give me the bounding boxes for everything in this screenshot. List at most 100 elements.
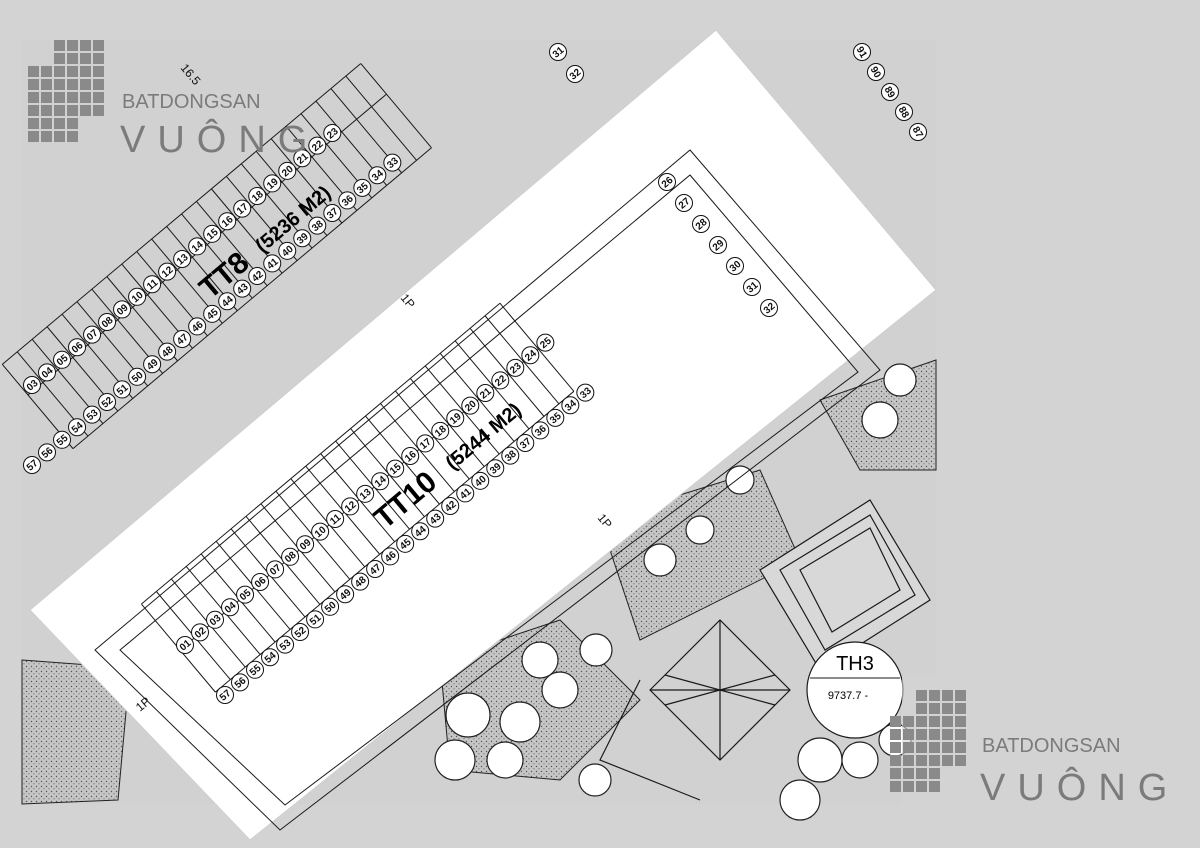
tt8-mid-lot-46: 46 [188,317,207,336]
tt10-bottom-lot-33: 33 [576,383,595,402]
tt10-top-lot-16: 16 [401,447,420,466]
tt8-mid-lot-45: 45 [203,304,222,323]
tt8-mid-lot-43: 43 [233,279,252,298]
tt8-mid-lot-52: 52 [98,393,117,412]
neighbor-lot-89: 89 [881,83,899,101]
tt10-top-lot-18: 18 [431,421,450,440]
tt8-mid-lot-54: 54 [68,418,87,437]
tt8-mid-lot-35: 35 [353,178,372,197]
watermark-logo-icon [28,40,104,142]
tt10-top-lot-01: 01 [176,636,194,654]
tt10-top-lot-07: 07 [266,560,285,579]
tt8-top-lot-08: 08 [98,313,117,332]
tt8-mid-lot-48: 48 [158,342,177,361]
tt8-mid-lot-40: 40 [278,241,297,260]
tt10-top-lot-11: 11 [326,510,345,529]
tt8-mid-lot-39: 39 [293,229,312,248]
tt8-top-lot-20: 20 [278,161,297,180]
tt10-bottom-lot-53: 53 [276,635,295,654]
tt8-top-lot-03: 03 [23,376,41,394]
tt10-end-lot-26: 26 [658,173,676,191]
tt10-bottom-lot-52: 52 [291,623,310,642]
tt10-top-lot-25: 25 [536,333,555,352]
tt10-top-lot-03: 03 [206,610,225,629]
tt10-bottom-lot-43: 43 [426,509,445,528]
tt10-bottom-lot-56: 56 [231,673,250,692]
tt10-bottom-lot-50: 50 [321,597,340,616]
tt10-bottom-lot-57: 57 [216,686,234,704]
tt10-top-lot-05: 05 [236,585,255,604]
neighbor-lot-90: 90 [867,63,885,81]
tt8-corner-lot-32: 32 [566,65,584,83]
tt10-bottom-lot-36: 36 [531,421,550,440]
tt10-end-lot-29: 29 [709,236,727,254]
tt8-top-lot-22: 22 [308,136,327,155]
tt8-top-lot-21: 21 [293,149,312,168]
tt8-mid-lot-50: 50 [128,367,147,386]
tt10-bottom-lot-35: 35 [546,408,565,427]
tt10-bottom-lot-38: 38 [501,446,520,465]
tt10-bottom-lot-47: 47 [366,560,385,579]
tt10-top-lot-06: 06 [251,573,270,592]
tt8-top-lot-12: 12 [158,262,177,281]
tt10-bottom-lot-45: 45 [396,534,415,553]
tt10-end-lot-28: 28 [692,215,710,233]
tt8-mid-lot-57: 57 [23,456,41,474]
th3-label-group: TH3 9737.7 - [806,641,904,739]
tt10-bottom-lot-44: 44 [411,522,430,541]
tt8-top-lot-09: 09 [113,300,132,319]
tt8-mid-lot-56: 56 [38,443,57,462]
tt8-top-lot-16: 16 [218,212,237,231]
tt10-top-lot-24: 24 [521,346,540,365]
neighbor-lot-88: 88 [895,103,913,121]
tt10-top-lot-02: 02 [191,623,210,642]
tt10-end-lot-32: 32 [760,299,778,317]
tt8-mid-lot-41: 41 [263,254,282,273]
tt8-top-lot-13: 13 [173,250,192,269]
tt10-top-lot-23: 23 [506,358,525,377]
tt10-top-lot-12: 12 [341,497,360,516]
tt10-bottom-lot-49: 49 [336,585,355,604]
tt10-top-lot-10: 10 [311,522,330,541]
tree-circles [434,363,917,821]
tt8-top-lot-04: 04 [38,363,57,382]
tt10-top-lot-17: 17 [416,434,435,453]
tt10-end-lot-31: 31 [743,278,761,296]
tt10-bottom-lot-46: 46 [381,547,400,566]
tt8-top-lot-19: 19 [263,174,282,193]
tt10-top-lot-13: 13 [356,484,375,503]
tt8-mid-lot-44: 44 [218,292,237,311]
tt10-bottom-lot-42: 42 [441,497,460,516]
tt8-mid-lot-33: 33 [383,153,402,172]
th3-value: 9737.7 - [828,690,869,702]
tt8-mid-lot-53: 53 [83,405,102,424]
tt8-mid-lot-42: 42 [248,267,267,286]
tt10-top-lot-22: 22 [491,371,510,390]
tt10-bottom-lot-48: 48 [351,572,370,591]
tt10-top-lot-04: 04 [221,598,240,617]
tt10-top-lot-21: 21 [476,384,495,403]
tt10-bottom-lot-51: 51 [306,610,325,629]
svg-text:91: 91 [854,45,869,61]
watermark-line1-2: BATDONGSAN [982,735,1121,757]
svg-text:90: 90 [868,65,883,81]
tt8-top-lot-17: 17 [233,199,252,218]
tt8-mid-lot-37: 37 [323,204,342,223]
tt8-top-lot-14: 14 [188,237,207,256]
tt8-mid-lot-55: 55 [53,430,72,449]
th3-name: TH3 [836,653,874,675]
watermark-bottom-right: BATDONGSAN VUÔNG [890,676,1200,848]
tt8-top-lot-11: 11 [143,275,162,294]
tt8-mid-lot-47: 47 [173,330,192,349]
tt8-mid-lot-51: 51 [113,380,132,399]
watermark-top-left: BATDONGSAN VUÔNG [28,40,307,161]
svg-text:89: 89 [882,85,897,101]
tt10-top-lot-09: 09 [296,535,315,554]
tt8-top-lot-05: 05 [53,350,72,369]
tt10-bottom-lot-34: 34 [561,396,580,415]
neighbor-lot-87: 87 [909,123,927,141]
svg-text:88: 88 [896,105,911,121]
tt8-mid-lot-34: 34 [368,166,387,185]
